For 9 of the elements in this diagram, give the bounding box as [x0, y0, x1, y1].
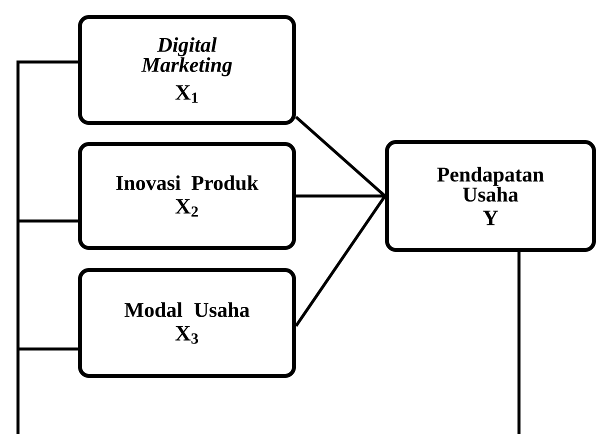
- connector-line: [16, 347, 78, 434]
- variable-box: Modal Usaha X$_{3}$: [78, 268, 296, 378]
- variable-box: Pendapatan Usaha Y: [385, 140, 596, 252]
- connector-line: [294, 195, 386, 327]
- variable-box: Inovasi Produk X$_{2}$: [78, 142, 296, 250]
- variable-box: Digital Marketing X$_{1}$: [78, 15, 296, 125]
- connector-line: [295, 116, 386, 198]
- connector-line: [296, 194, 385, 198]
- connector-line: [518, 252, 520, 434]
